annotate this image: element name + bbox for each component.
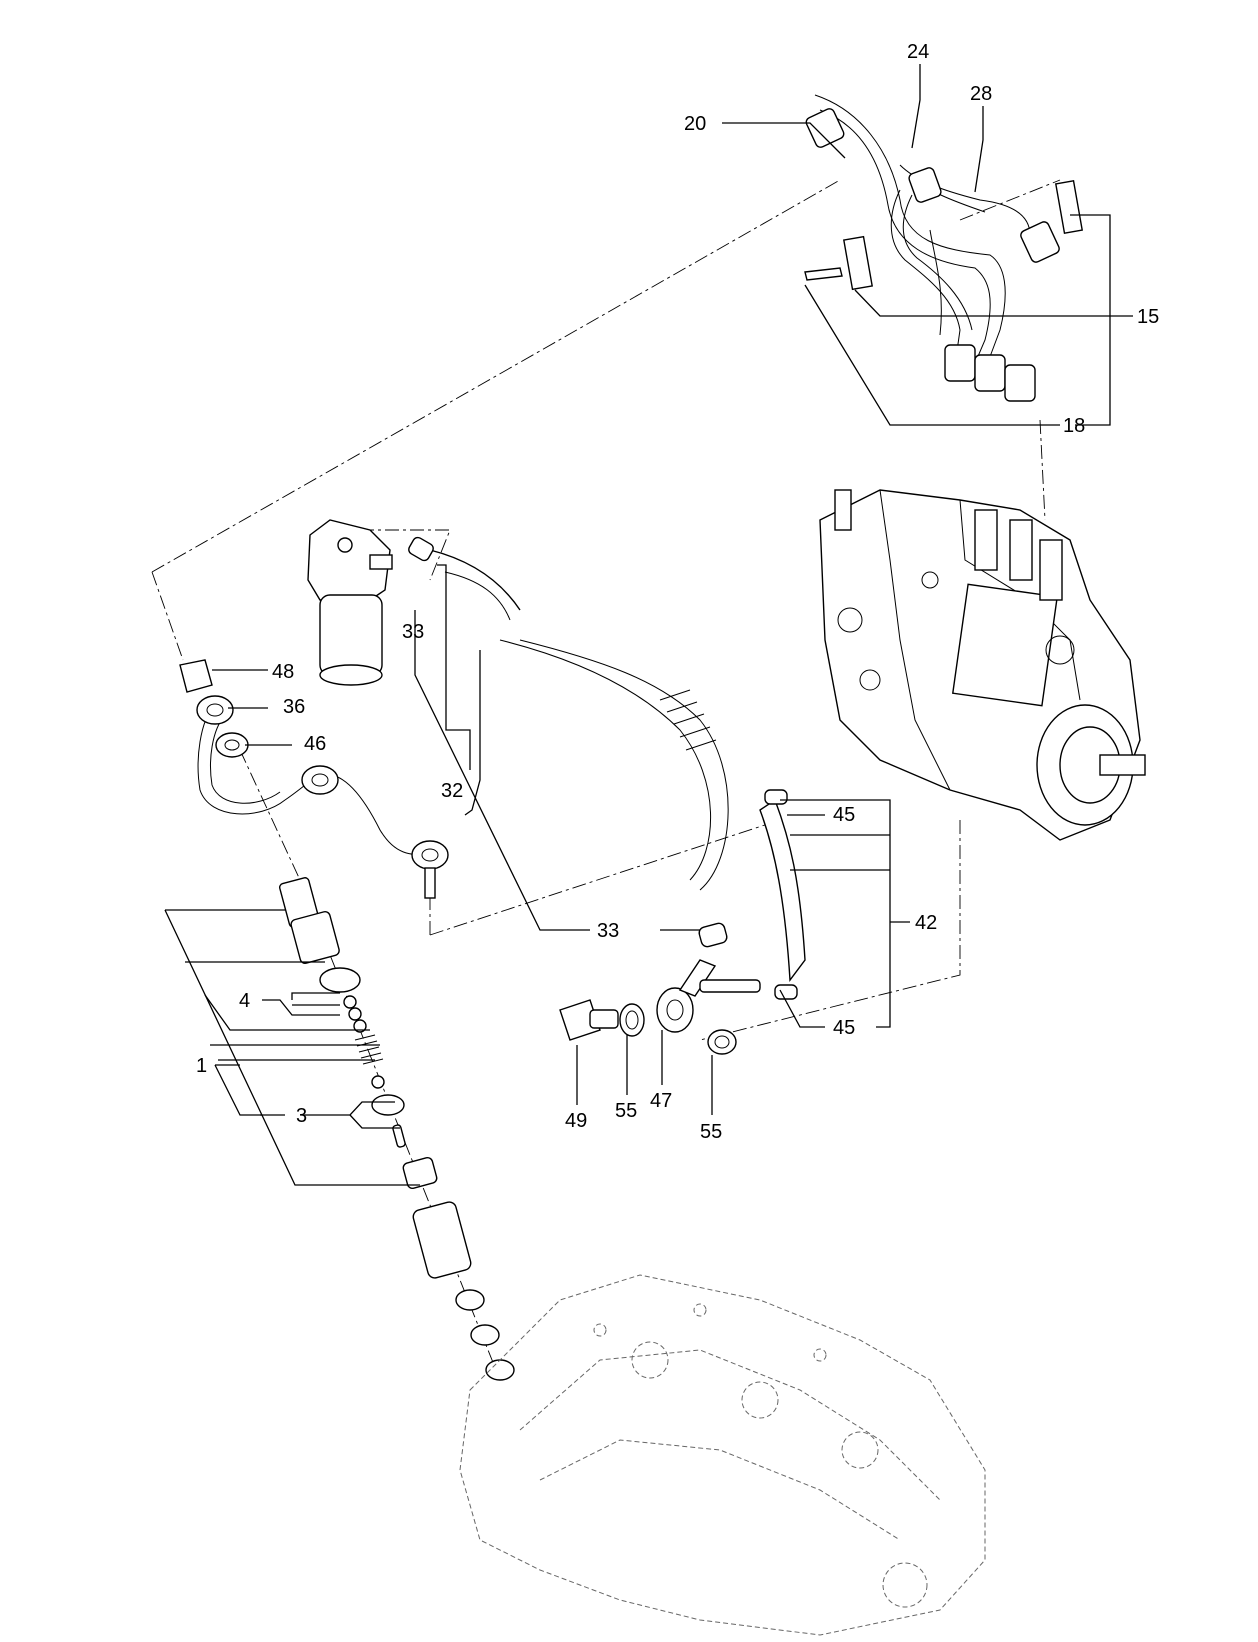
banjo-fittings bbox=[408, 536, 798, 1055]
callout-33-upper: 33 bbox=[402, 621, 424, 643]
callout-labels: 20 24 28 15 18 48 36 46 33 32 33 45 42 4… bbox=[196, 41, 1159, 1143]
pipe-nut-lower-1 bbox=[944, 344, 976, 382]
leak-off-pipe bbox=[179, 659, 449, 899]
callout-33-lower: 33 bbox=[597, 920, 619, 942]
pump-delivery-valve-3 bbox=[1039, 539, 1063, 601]
callout-3: 3 bbox=[296, 1105, 307, 1127]
injector-retaining-nut bbox=[412, 1201, 472, 1279]
fuel-hose-42 bbox=[759, 798, 806, 982]
fuel-hose-32 bbox=[519, 639, 729, 891]
callout-47: 47 bbox=[650, 1090, 672, 1112]
injector-seal-ring bbox=[319, 967, 361, 993]
callout-55-left: 55 bbox=[615, 1100, 637, 1122]
cap-nut-48 bbox=[179, 659, 213, 693]
pipe-nut-lower-3 bbox=[1004, 364, 1036, 402]
callout-15: 15 bbox=[1137, 306, 1159, 328]
fuel-filter bbox=[307, 519, 393, 686]
hose-clip-33-lower bbox=[698, 922, 728, 948]
injector-nozzle-holder bbox=[290, 910, 340, 964]
pipe-nut-lower-2 bbox=[974, 354, 1006, 392]
pipe-clamp-plate bbox=[842, 235, 874, 291]
callout-1: 1 bbox=[196, 1055, 207, 1077]
pipe-nut-20 bbox=[805, 108, 845, 148]
banjo-bolt-49 bbox=[559, 999, 601, 1041]
washer-55-left bbox=[619, 1003, 645, 1037]
pipe-clamp-plate-right bbox=[1054, 180, 1084, 234]
callout-46: 46 bbox=[304, 733, 326, 755]
pump-bleed-screw bbox=[834, 489, 852, 531]
pump-drive-shaft bbox=[1099, 754, 1146, 776]
injector-spring bbox=[354, 1034, 384, 1065]
fuel-injection-pump bbox=[819, 489, 1146, 841]
callout-49: 49 bbox=[565, 1110, 587, 1132]
callout-18: 18 bbox=[1063, 415, 1085, 437]
callout-24: 24 bbox=[907, 41, 929, 63]
callout-48: 48 bbox=[272, 661, 294, 683]
callout-55-right: 55 bbox=[700, 1121, 722, 1143]
banjo-fitting-47 bbox=[656, 987, 694, 1033]
callout-42: 42 bbox=[915, 912, 937, 934]
hose-32-upper bbox=[429, 549, 521, 611]
callout-28: 28 bbox=[970, 83, 992, 105]
leader-lines bbox=[164, 64, 1133, 1186]
hose-clip-45-upper bbox=[764, 789, 788, 805]
pump-delivery-valve-2 bbox=[1009, 519, 1033, 581]
callout-32: 32 bbox=[441, 780, 463, 802]
callout-4: 4 bbox=[239, 990, 250, 1012]
pump-delivery-valve-1 bbox=[974, 509, 998, 571]
cylinder-head-outline bbox=[459, 1274, 986, 1636]
injector-assembly bbox=[279, 877, 515, 1381]
pipe-nut-24 bbox=[908, 167, 942, 203]
callout-45-lower: 45 bbox=[833, 1017, 855, 1039]
callout-20: 20 bbox=[684, 113, 706, 135]
assembly-centerlines bbox=[151, 179, 1061, 1381]
injection-pipe-set bbox=[804, 94, 1084, 402]
washer-55-right bbox=[707, 1029, 737, 1055]
pipe-nut-28 bbox=[1020, 221, 1060, 263]
banjo-36 bbox=[196, 695, 234, 725]
hose-clip-33-upper bbox=[408, 536, 434, 562]
callout-45-upper: 45 bbox=[833, 804, 855, 826]
washer-46 bbox=[215, 732, 249, 758]
clamp-screw-18 bbox=[804, 267, 843, 281]
fuel-hoses bbox=[429, 549, 806, 982]
callout-36: 36 bbox=[283, 696, 305, 718]
hose-clip-45-lower bbox=[774, 984, 798, 1000]
